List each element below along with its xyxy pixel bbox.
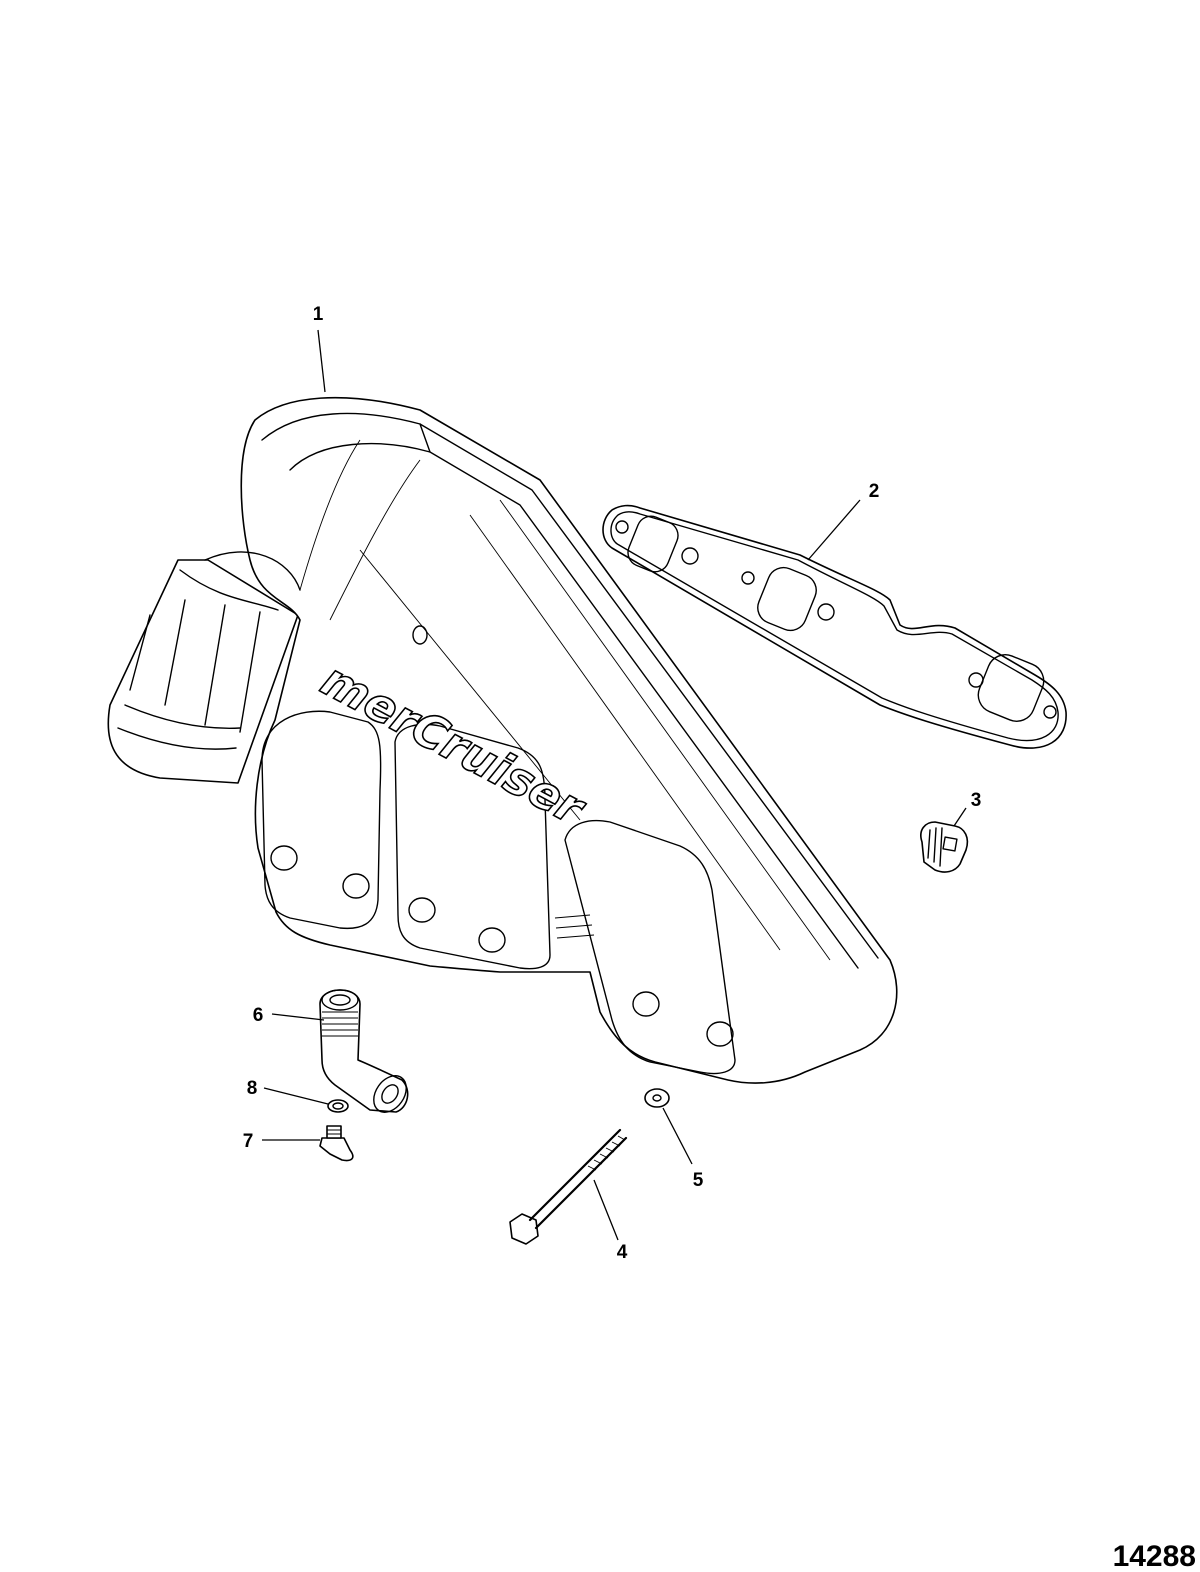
drain-fitting-part: [319, 1125, 354, 1162]
callout-8: 8: [247, 1078, 258, 1099]
callout-2: 2: [869, 481, 880, 502]
leader-line-4: [593, 1179, 619, 1241]
pipe-plug-part: [920, 821, 969, 873]
exhaust-manifold-part: merCruiser: [107, 396, 898, 1084]
callout-7: 7: [243, 1131, 254, 1152]
callout-3: 3: [971, 790, 982, 811]
o-ring-part: [327, 1099, 349, 1113]
callout-6: 6: [253, 1005, 264, 1026]
callout-1: 1: [313, 304, 324, 325]
leader-line-8: [263, 1087, 329, 1105]
leader-line-1: [317, 329, 326, 393]
leader-line-6: [271, 1013, 325, 1021]
exhaust-gasket-part: [602, 504, 1067, 749]
bolt-part: [509, 1128, 628, 1245]
leader-line-5: [662, 1107, 693, 1165]
elbow-fitting-part: [319, 989, 409, 1113]
washer-part: [644, 1088, 670, 1108]
callout-5: 5: [693, 1170, 704, 1191]
leader-line-2: [807, 499, 861, 561]
figure-number: 14288: [1113, 1540, 1196, 1572]
callout-4: 4: [617, 1242, 628, 1263]
leader-line-3: [953, 807, 967, 827]
